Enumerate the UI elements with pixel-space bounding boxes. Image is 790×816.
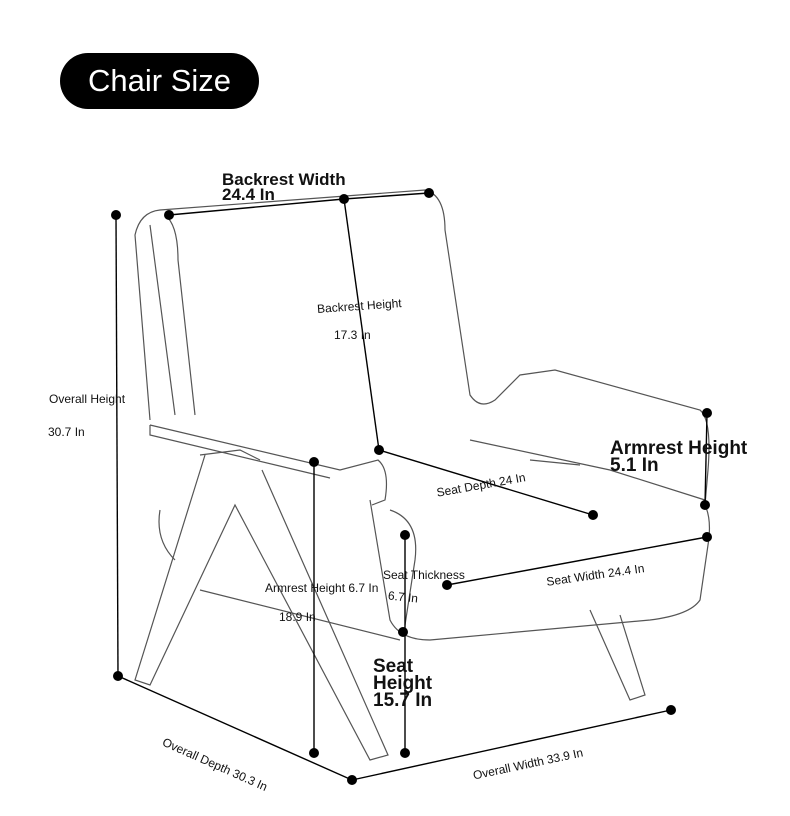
armrest (149, 424, 388, 506)
backrest-height-value: 17.3 In (334, 328, 371, 342)
backrest-inner (149, 214, 196, 416)
seat-thickness-value: 6.7 In (387, 588, 419, 606)
title-badge: Chair Size (60, 53, 259, 109)
armrest-height-left-label: Armrest Height 6.7 In (265, 581, 379, 595)
backrest-outline (134, 189, 711, 641)
armrest-height-left-value: 18.9 In (279, 610, 316, 624)
measure-points (111, 188, 712, 785)
legs (134, 454, 646, 761)
overall-height-label: Overall Height (49, 392, 126, 406)
seat-cushion (158, 509, 417, 641)
seat-thickness-label: Seat Thickness (383, 568, 465, 582)
right-arm (469, 439, 706, 501)
overall-height-value: 30.7 In (48, 425, 85, 439)
